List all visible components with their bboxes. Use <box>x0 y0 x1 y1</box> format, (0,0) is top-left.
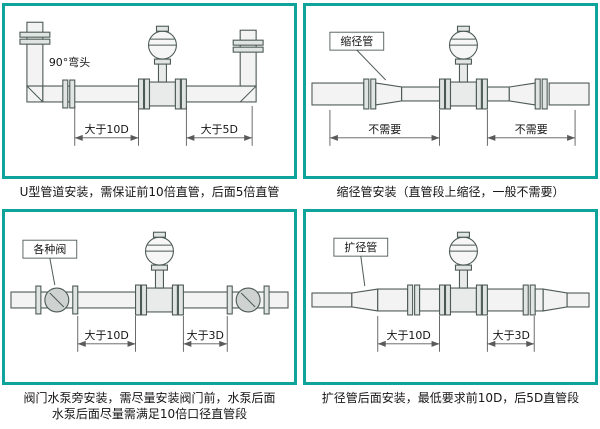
dim-right-label: 大于5D <box>201 122 238 136</box>
dim-left-label: 大于10D <box>387 328 431 342</box>
reducer-callout: 缩径管 <box>329 31 387 81</box>
valve-callout: 各种阀 <box>22 239 78 286</box>
pipe-assembly <box>311 284 590 316</box>
pipe-assembly <box>311 78 590 110</box>
flowmeter <box>135 231 184 316</box>
flowmeter <box>438 25 488 110</box>
caption-valve-pump: 阀门水泵旁安装，需尽量安装阀门前，水泵后面 水泵后面尽量需满足10倍口径直管段 <box>23 390 276 422</box>
panel-frame-expander: 扩径管 大于10D 大于3D <box>303 208 598 385</box>
elbow-label: 90°弯头 <box>49 55 90 69</box>
panel-u-type: 90°弯头 大于10D 大于5D <box>2 3 297 207</box>
dim-right-label: 大于3D <box>493 328 530 342</box>
caption-u-type: U型管道安装，需保证前10倍直管，后面5倍直管 <box>19 185 280 199</box>
dim-right-label: 不需要 <box>515 123 548 136</box>
caption-reducer: 缩径管安装（直管段上缩径，一般不需要） <box>336 185 565 199</box>
dim-right-label: 大于3D <box>187 328 224 342</box>
diagram-reducer: 缩径管 不需要 不需要 <box>311 25 590 146</box>
dimension-right: 大于3D <box>486 315 535 352</box>
panel-frame-u-type: 90°弯头 大于10D 大于5D <box>2 3 297 179</box>
dim-left-label: 大于10D <box>85 328 129 342</box>
dimension-right: 大于5D <box>185 105 253 146</box>
diagram-expander: 扩径管 大于10D 大于3D <box>311 231 590 352</box>
dimension-right: 大于3D <box>182 315 228 352</box>
dimension-left: 不需要 <box>329 109 440 146</box>
pipe-assembly <box>19 21 264 109</box>
panel-valve-pump: 各种阀 大于10D 大于3D <box>2 208 297 429</box>
flowmeter <box>438 231 488 316</box>
panel-frame-reducer: 缩径管 不需要 不需要 <box>303 3 598 179</box>
diagram-u-type: 90°弯头 大于10D 大于5D <box>19 21 264 146</box>
panel-frame-valve-pump: 各种阀 大于10D 大于3D <box>2 208 297 385</box>
reducer-label: 缩径管 <box>340 34 373 48</box>
panel-expander: 扩径管 大于10D 大于3D <box>303 208 598 429</box>
caption-expander: 扩径管后面安装，最低要求前10D，后5D直管段 <box>321 390 580 405</box>
flowmeter <box>137 25 187 110</box>
expander-label: 扩径管 <box>344 240 377 254</box>
panel-reducer: 缩径管 不需要 不需要 <box>303 3 598 207</box>
dim-left-label: 不需要 <box>368 123 401 136</box>
expander-callout: 扩径管 <box>333 237 389 287</box>
dimension-left: 大于10D <box>377 315 440 352</box>
dimension-right: 不需要 <box>486 109 576 146</box>
dim-left-label: 大于10D <box>85 122 129 136</box>
valve-label: 各种阀 <box>33 242 66 256</box>
diagram-valve-pump: 各种阀 大于10D 大于3D <box>10 231 289 352</box>
dimension-left: 大于10D <box>74 105 139 146</box>
dimension-left: 大于10D <box>77 315 136 352</box>
